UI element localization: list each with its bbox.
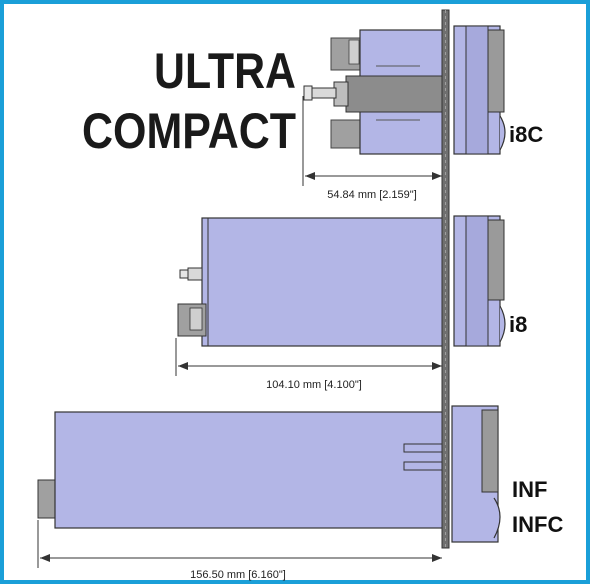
i8c-dimension-line bbox=[302, 96, 442, 186]
inf-rear-plug bbox=[37, 479, 57, 519]
inf-pin-top bbox=[403, 443, 445, 453]
i8-housing bbox=[201, 217, 445, 347]
i8c-connector-pin bbox=[309, 87, 337, 99]
i8c-front-knob bbox=[499, 115, 506, 151]
i8c-unit bbox=[303, 25, 506, 155]
i8-bezel-clip bbox=[487, 219, 505, 301]
inf-label-line2: INFC bbox=[512, 512, 563, 537]
i8-rear-terminal-tip bbox=[179, 269, 189, 279]
inf-depth-label: 156.50 mm [6.160"] bbox=[190, 569, 286, 581]
headline-line2: COMPACT bbox=[82, 103, 296, 159]
i8-rear-terminal bbox=[187, 267, 203, 281]
i8-rear-block-tab bbox=[189, 307, 203, 331]
i8-unit bbox=[177, 215, 506, 347]
inf-bezel-clip bbox=[481, 409, 499, 493]
i8c-rear-tab bbox=[348, 39, 360, 65]
i8c-bezel-face bbox=[465, 25, 489, 155]
inf-unit bbox=[37, 405, 501, 543]
inf-pin-bottom bbox=[403, 461, 445, 471]
mounting-panel bbox=[441, 9, 450, 549]
i8-label: i8 bbox=[509, 312, 527, 337]
i8-dimension-line bbox=[175, 338, 442, 376]
inf-label-line1: INF bbox=[512, 477, 547, 502]
i8c-connector-shaft bbox=[345, 75, 443, 113]
inf-front-knob bbox=[493, 497, 501, 539]
i8-front-knob bbox=[499, 305, 506, 343]
i8c-connector-tip bbox=[303, 85, 313, 101]
i8c-label: i8C bbox=[509, 122, 543, 147]
i8-bezel-face bbox=[465, 215, 489, 347]
i8c-bezel-clip bbox=[487, 29, 505, 113]
i8-depth-label: 104.10 mm [4.100"] bbox=[266, 379, 362, 391]
i8c-depth-label: 54.84 mm [2.159"] bbox=[327, 189, 417, 201]
headline-line1: ULTRA bbox=[154, 43, 296, 99]
inf-housing bbox=[54, 411, 445, 529]
inf-dimension-line bbox=[37, 520, 442, 568]
i8c-rear-block-bottom bbox=[330, 119, 362, 149]
